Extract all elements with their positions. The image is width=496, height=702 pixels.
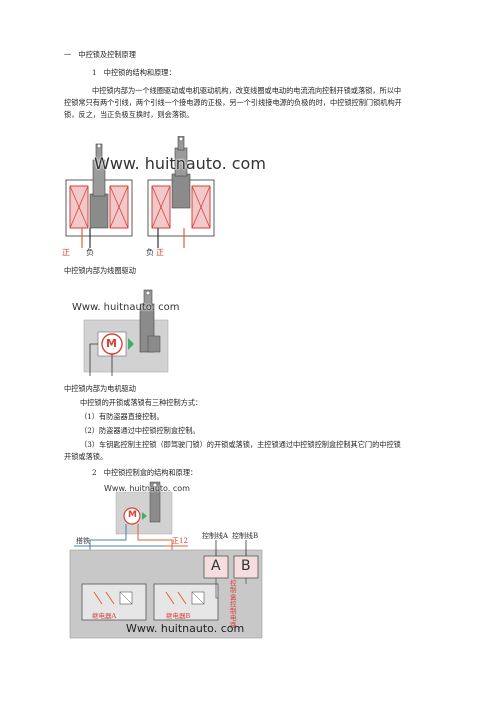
relay-a [81,583,147,621]
relay-b [153,583,219,621]
label-left-negative: 负 [86,248,94,257]
subheading-structure: 1 中控锁的结构和原理： [92,68,176,77]
subheading-control-box: 2 中控锁控制盒的结构和原理： [92,468,198,477]
label-ground: 搭铁 [76,537,90,545]
drive-arrow [128,338,134,350]
label-right-negative: 负 [146,248,154,257]
figure-control-box: Www. huitnauto. com M 搭铁 正12 控制线A 控制线B A… [68,480,264,640]
box-a-label: A [211,558,221,574]
label-control-a: 控制线A [202,532,229,540]
coil-diagram [65,135,215,248]
figure-motor-driven: Www. huitnauto. com M [68,288,182,378]
motor-label-fig3: M [128,510,137,520]
motor-symbol-fig3 [123,507,141,525]
control-box-diagram [69,481,263,639]
motor-label: M [106,337,117,350]
box-b-label: B [241,558,251,574]
figure-coil-driven: Www. huitnauto. com 正 负 负 正 [62,135,266,260]
left-plunger [89,193,109,229]
watermark-fig3-top: Www. huitnauto. com [104,484,190,493]
motor-diagram [83,289,169,376]
caption-coil: 中控锁内部为线圈驱动 [64,266,136,275]
watermark-fig1: Www. huitnauto. com [94,154,266,173]
paragraph-methods: 中控锁的开锁或落锁有三种控制方式： [80,398,203,407]
section-heading: 一 中控锁及控制原理 [64,50,136,59]
relay-a-label: 继电器A [92,612,117,620]
label-control-b: 控制线B [232,532,259,540]
watermark-fig3-bottom: Www. huitnauto. com [126,622,245,635]
method-item-2: （2）防盗器通过中控锁控制盒控制。 [80,426,200,435]
right-plunger [171,173,191,209]
method-item-3: （3）车钥匙控制主控锁（即驾驶门锁）的开锁或落锁，主控锁通过中控锁控制盒控制其它… [64,440,401,461]
label-right-positive: 正 [156,248,164,257]
watermark-fig2: Www. huitnauto. com [72,302,180,313]
label-plus12: 正12 [172,537,188,545]
label-left-positive: 正 [62,248,70,257]
method-item-1: （1）有防盗器直接控制。 [80,412,164,421]
paragraph-principle: 中控锁内部为一个线圈驱动或电机驱动机构，改变线圈或电动的电流流向控制开锁或落锁，… [64,86,402,119]
side-note: 控制盒控制电路 [230,579,237,629]
caption-motor: 中控锁内部为电机驱动 [64,384,136,393]
relay-b-label: 继电器B [166,612,191,620]
